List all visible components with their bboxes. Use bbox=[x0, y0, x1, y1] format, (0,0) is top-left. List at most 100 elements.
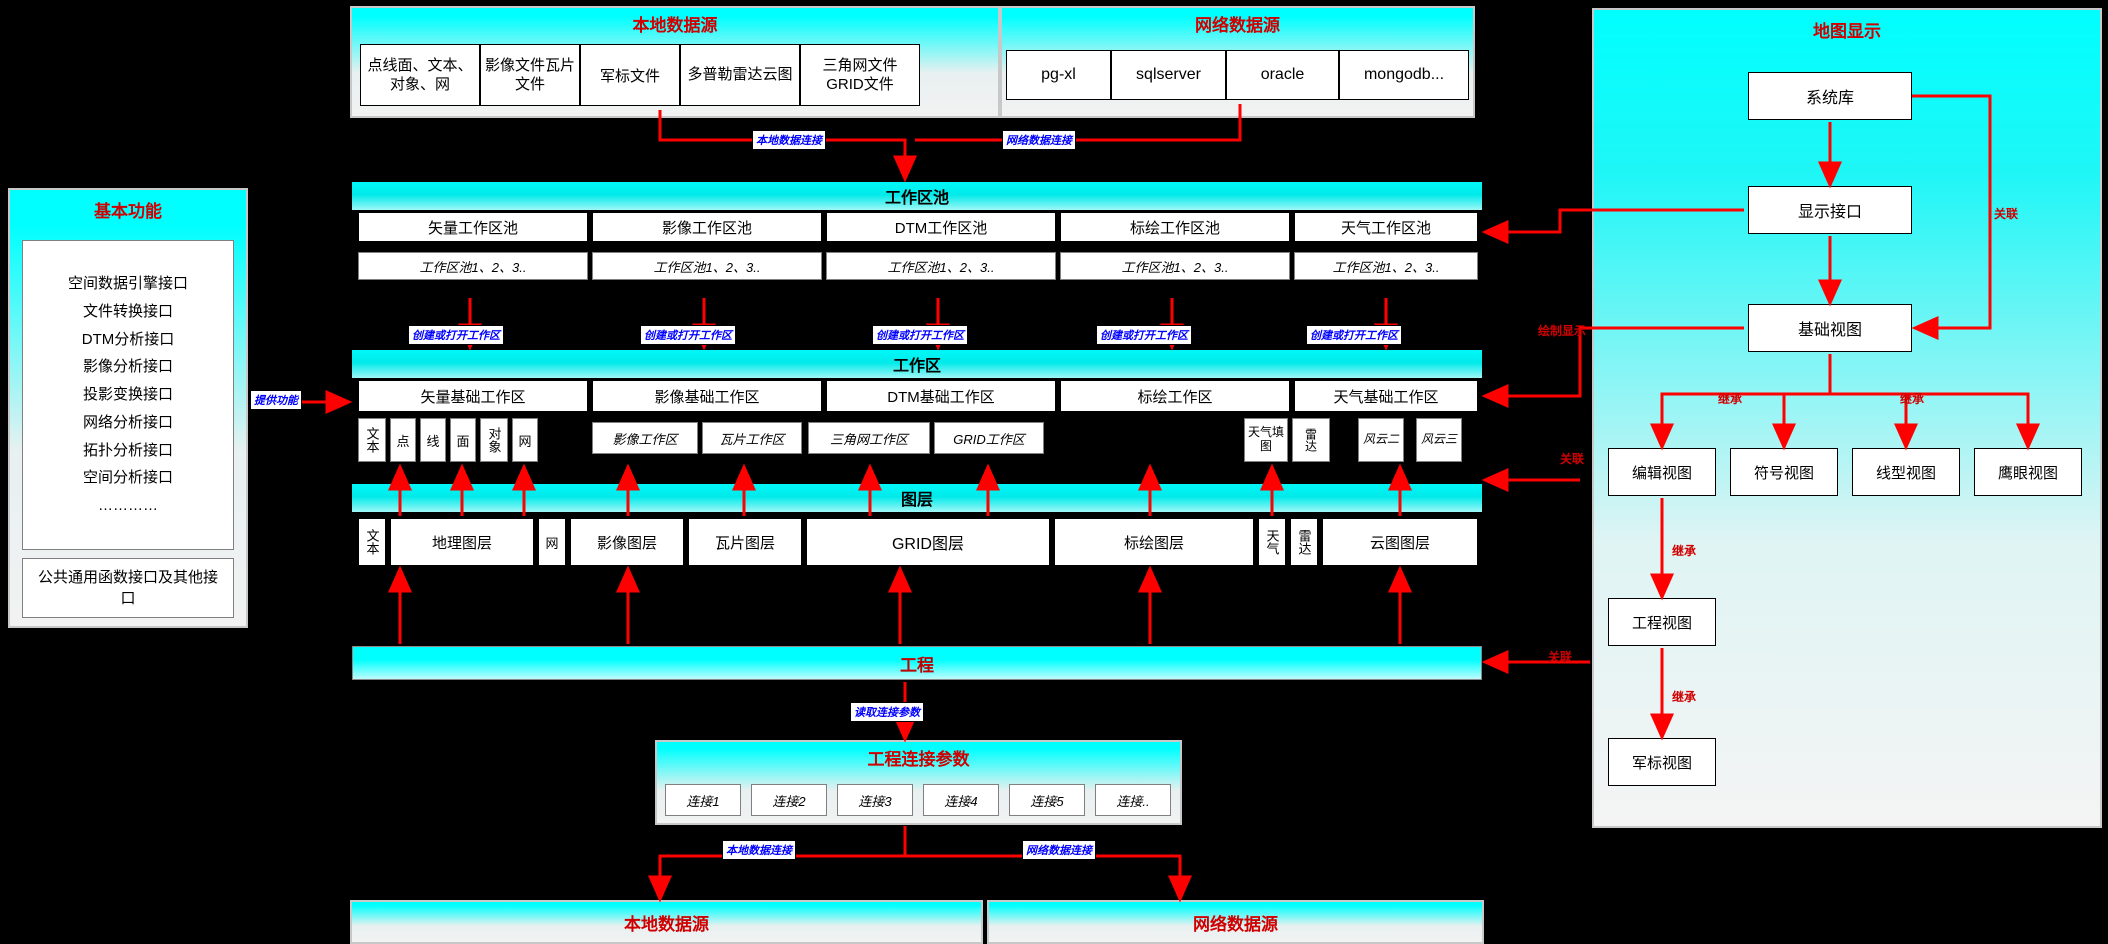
label-network-data-connection-top: 网络数据连接 bbox=[1002, 130, 1076, 150]
net-source-item-3: mongodb... bbox=[1339, 50, 1469, 100]
map-display-panel bbox=[1592, 8, 2102, 828]
workpool-title-bar: 工作区池 bbox=[352, 182, 1482, 210]
workpool-col-2: DTM工作区池 bbox=[826, 212, 1056, 242]
node-symbol-view: 符号视图 bbox=[1730, 448, 1838, 496]
label-relate-system-library: 关联 bbox=[1994, 207, 2019, 221]
conn-params-panel bbox=[655, 740, 1182, 825]
workpool-sub-3: 工作区池1、2、3.. bbox=[1060, 252, 1290, 280]
node-project-view: 工程视图 bbox=[1608, 598, 1716, 646]
workarea-vector-sub-3: 面 bbox=[450, 418, 476, 462]
layer-item-7: 天气 bbox=[1258, 518, 1286, 566]
bottom-network-source: 网络数据源 bbox=[987, 900, 1484, 944]
local-source-item-1: 影像文件瓦片文件 bbox=[480, 44, 580, 106]
node-line-view: 线型视图 bbox=[1852, 448, 1960, 496]
net-source-item-0: pg-xl bbox=[1006, 50, 1111, 100]
local-data-source-title: 本地数据源 bbox=[632, 15, 718, 35]
basic-functions-footer: 公共通用函数接口及其他接口 bbox=[22, 558, 234, 618]
node-military-view: 军标视图 bbox=[1608, 738, 1716, 786]
workarea-vector-sub-0: 文本 bbox=[358, 418, 386, 462]
workarea-col-4: 天气基础工作区 bbox=[1294, 380, 1478, 412]
local-source-item-3: 多普勒雷达云图 bbox=[680, 44, 800, 106]
workpool-col-3: 标绘工作区池 bbox=[1060, 212, 1290, 242]
basic-functions-list: 空间数据引擎接口 文件转换接口 DTM分析接口 影像分析接口 投影变换接口 网络… bbox=[22, 240, 234, 550]
workarea-dtm-sub-1: GRID工作区 bbox=[934, 422, 1044, 454]
workpool-sub-4: 工作区池1、2、3.. bbox=[1294, 252, 1478, 280]
basic-func-item-0: 空间数据引擎接口 bbox=[67, 275, 188, 293]
workarea-weather-sub-3: 风云三 bbox=[1416, 418, 1462, 462]
label-create-open-workarea-2: 创建或打开工作区 bbox=[872, 325, 968, 345]
workarea-vector-sub-1: 点 bbox=[390, 418, 416, 462]
workarea-vector-sub-2: 线 bbox=[420, 418, 446, 462]
basic-func-item-1: 文件转换接口 bbox=[82, 302, 173, 320]
label-create-open-workarea-0: 创建或打开工作区 bbox=[408, 325, 504, 345]
label-inherit-line-view: 继承 bbox=[1900, 392, 1925, 406]
layer-item-3: 影像图层 bbox=[570, 518, 684, 566]
layer-item-9: 云图图层 bbox=[1322, 518, 1478, 566]
label-create-open-workarea-1: 创建或打开工作区 bbox=[640, 325, 736, 345]
map-display-title: 地图显示 bbox=[1813, 21, 1881, 41]
node-base-view: 基础视图 bbox=[1748, 304, 1912, 352]
workarea-weather-sub-1: 雷达 bbox=[1292, 418, 1330, 462]
label-create-open-workarea-4: 创建或打开工作区 bbox=[1306, 325, 1402, 345]
workarea-vector-sub-4: 对象 bbox=[480, 418, 508, 462]
workarea-weather-sub-2: 风云二 bbox=[1358, 418, 1404, 462]
label-inherit-military-view: 继承 bbox=[1672, 690, 1697, 704]
conn-params-title: 工程连接参数 bbox=[867, 749, 970, 769]
basic-func-item-7: 空间分析接口 bbox=[82, 469, 173, 487]
workarea-vector-sub-5: 网 bbox=[512, 418, 538, 462]
label-local-data-connection-top: 本地数据连接 bbox=[752, 130, 826, 150]
local-source-item-2: 军标文件 bbox=[580, 44, 680, 106]
workarea-col-3: 标绘工作区 bbox=[1060, 380, 1290, 412]
workpool-col-1: 影像工作区池 bbox=[592, 212, 822, 242]
conn-param-3: 连接4 bbox=[923, 784, 999, 816]
label-relate-workarea: 关联 bbox=[1560, 452, 1585, 466]
node-system-library: 系统库 bbox=[1748, 72, 1912, 120]
local-source-item-0: 点线面、文本、对象、网 bbox=[360, 44, 480, 106]
network-data-source-title: 网络数据源 bbox=[1195, 15, 1280, 35]
label-inherit-edit-view: 继承 bbox=[1718, 392, 1743, 406]
label-provide-function: 提供功能 bbox=[250, 390, 302, 410]
basic-functions-title: 基本功能 bbox=[94, 201, 162, 221]
label-network-data-connection-bottom: 网络数据连接 bbox=[1022, 840, 1096, 860]
workarea-image-sub-0: 影像工作区 bbox=[592, 422, 698, 454]
label-local-data-connection-bottom: 本地数据连接 bbox=[722, 840, 796, 860]
net-source-item-2: oracle bbox=[1226, 50, 1339, 100]
label-read-connection-params: 读取连接参数 bbox=[850, 702, 924, 722]
workarea-title-bar: 工作区 bbox=[352, 350, 1482, 378]
basic-func-item-4: 投影变换接口 bbox=[82, 386, 173, 404]
bottom-local-source: 本地数据源 bbox=[350, 900, 983, 944]
layer-item-6: 标绘图层 bbox=[1054, 518, 1254, 566]
label-create-open-workarea-3: 创建或打开工作区 bbox=[1096, 325, 1192, 345]
workarea-weather-sub-0: 天气填图 bbox=[1244, 418, 1288, 462]
workpool-col-4: 天气工作区池 bbox=[1294, 212, 1478, 242]
node-edit-view: 编辑视图 bbox=[1608, 448, 1716, 496]
conn-param-1: 连接2 bbox=[751, 784, 827, 816]
layer-item-1: 地理图层 bbox=[390, 518, 534, 566]
label-inherit-project-view: 继承 bbox=[1672, 544, 1697, 558]
basic-func-item-8: ………… bbox=[98, 497, 158, 515]
basic-func-item-6: 拓扑分析接口 bbox=[82, 441, 173, 459]
workarea-col-2: DTM基础工作区 bbox=[826, 380, 1056, 412]
workarea-col-1: 影像基础工作区 bbox=[592, 380, 822, 412]
basic-func-item-5: 网络分析接口 bbox=[82, 413, 173, 431]
layer-item-4: 瓦片图层 bbox=[688, 518, 802, 566]
workpool-col-0: 矢量工作区池 bbox=[358, 212, 588, 242]
layer-item-8: 雷达 bbox=[1290, 518, 1318, 566]
conn-param-5: 连接.. bbox=[1095, 784, 1171, 816]
workpool-sub-0: 工作区池1、2、3.. bbox=[358, 252, 588, 280]
local-source-item-4: 三角网文件GRID文件 bbox=[800, 44, 920, 106]
layer-item-5: GRID图层 bbox=[806, 518, 1050, 566]
basic-func-item-3: 影像分析接口 bbox=[82, 358, 173, 376]
workpool-sub-1: 工作区池1、2、3.. bbox=[592, 252, 822, 280]
workarea-col-0: 矢量基础工作区 bbox=[358, 380, 588, 412]
conn-param-2: 连接3 bbox=[837, 784, 913, 816]
layer-item-2: 网 bbox=[538, 518, 566, 566]
layers-title-bar: 图层 bbox=[352, 484, 1482, 512]
conn-param-0: 连接1 bbox=[665, 784, 741, 816]
basic-func-item-2: DTM分析接口 bbox=[81, 330, 175, 348]
net-source-item-1: sqlserver bbox=[1111, 50, 1226, 100]
workarea-dtm-sub-0: 三角网工作区 bbox=[808, 422, 930, 454]
node-eagle-view: 鹰眼视图 bbox=[1974, 448, 2082, 496]
node-display-interface: 显示接口 bbox=[1748, 186, 1912, 234]
